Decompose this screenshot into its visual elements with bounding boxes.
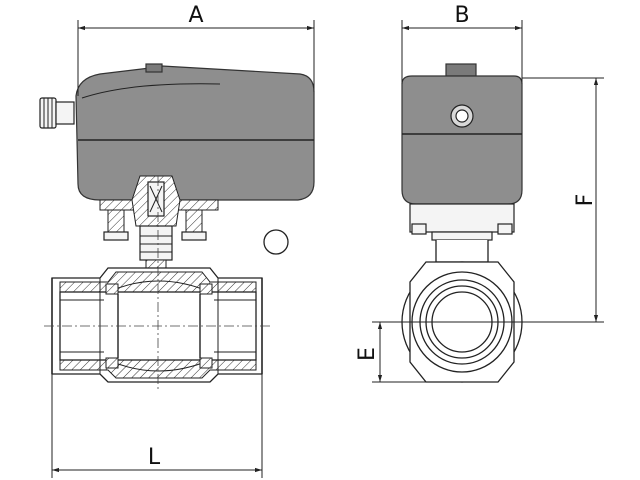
circle-marker <box>263 229 289 255</box>
dimension-lines <box>51 20 604 478</box>
side-actuator <box>401 75 523 205</box>
side-top-knob <box>445 63 477 77</box>
dim-label-l: L <box>148 445 161 470</box>
dim-label-b: B <box>454 3 469 28</box>
front-actuator <box>39 63 315 201</box>
front-body <box>44 176 272 390</box>
dim-label-f: F <box>573 194 598 207</box>
front-stem <box>131 175 181 275</box>
dim-label-a: A <box>188 3 203 28</box>
side-bracket <box>409 203 515 233</box>
dim-label-e: E <box>355 347 380 361</box>
front-view <box>39 63 315 390</box>
side-view <box>401 63 523 383</box>
side-body <box>401 261 523 383</box>
